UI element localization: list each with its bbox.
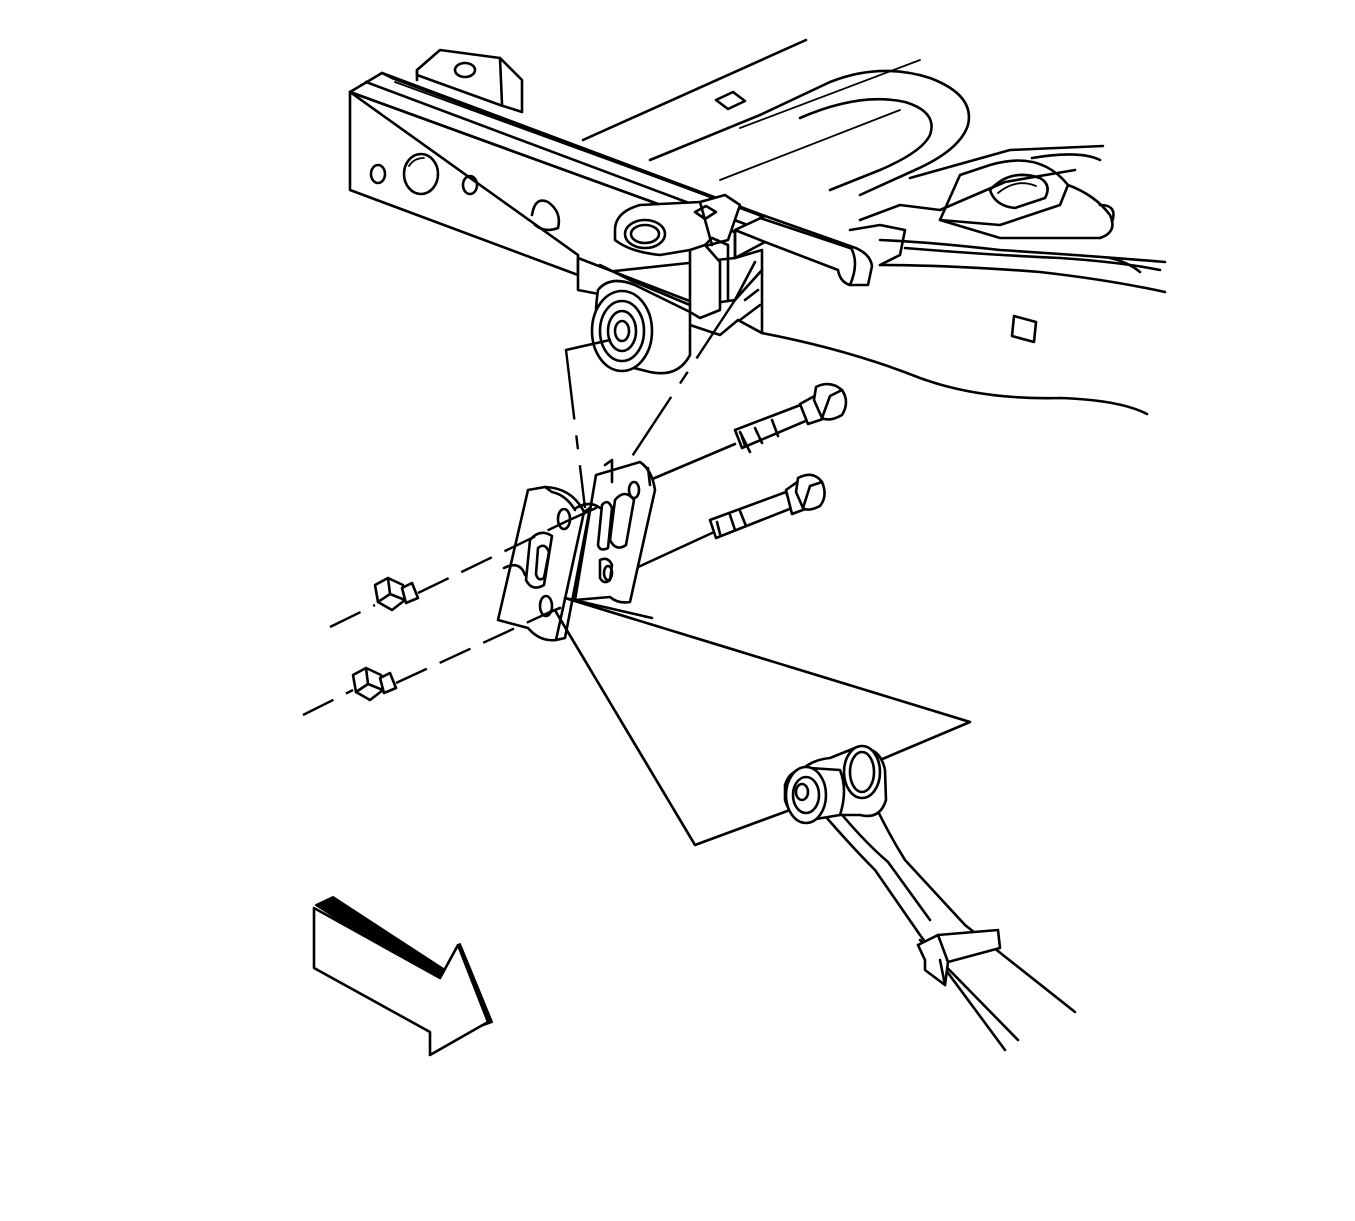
shackle-bracket	[496, 458, 657, 642]
leaf-spring-eye	[783, 744, 1077, 1052]
upper-bolt	[648, 382, 848, 482]
frame-bushing	[590, 279, 692, 375]
upper-nut	[373, 576, 420, 612]
arrow-icon	[312, 896, 493, 1057]
lower-bolt	[634, 473, 826, 570]
lower-nut	[351, 666, 398, 702]
frame-crossmember	[348, 38, 1167, 416]
bolt-axis-lines	[302, 506, 598, 717]
alignment-guides-lower	[554, 596, 972, 847]
